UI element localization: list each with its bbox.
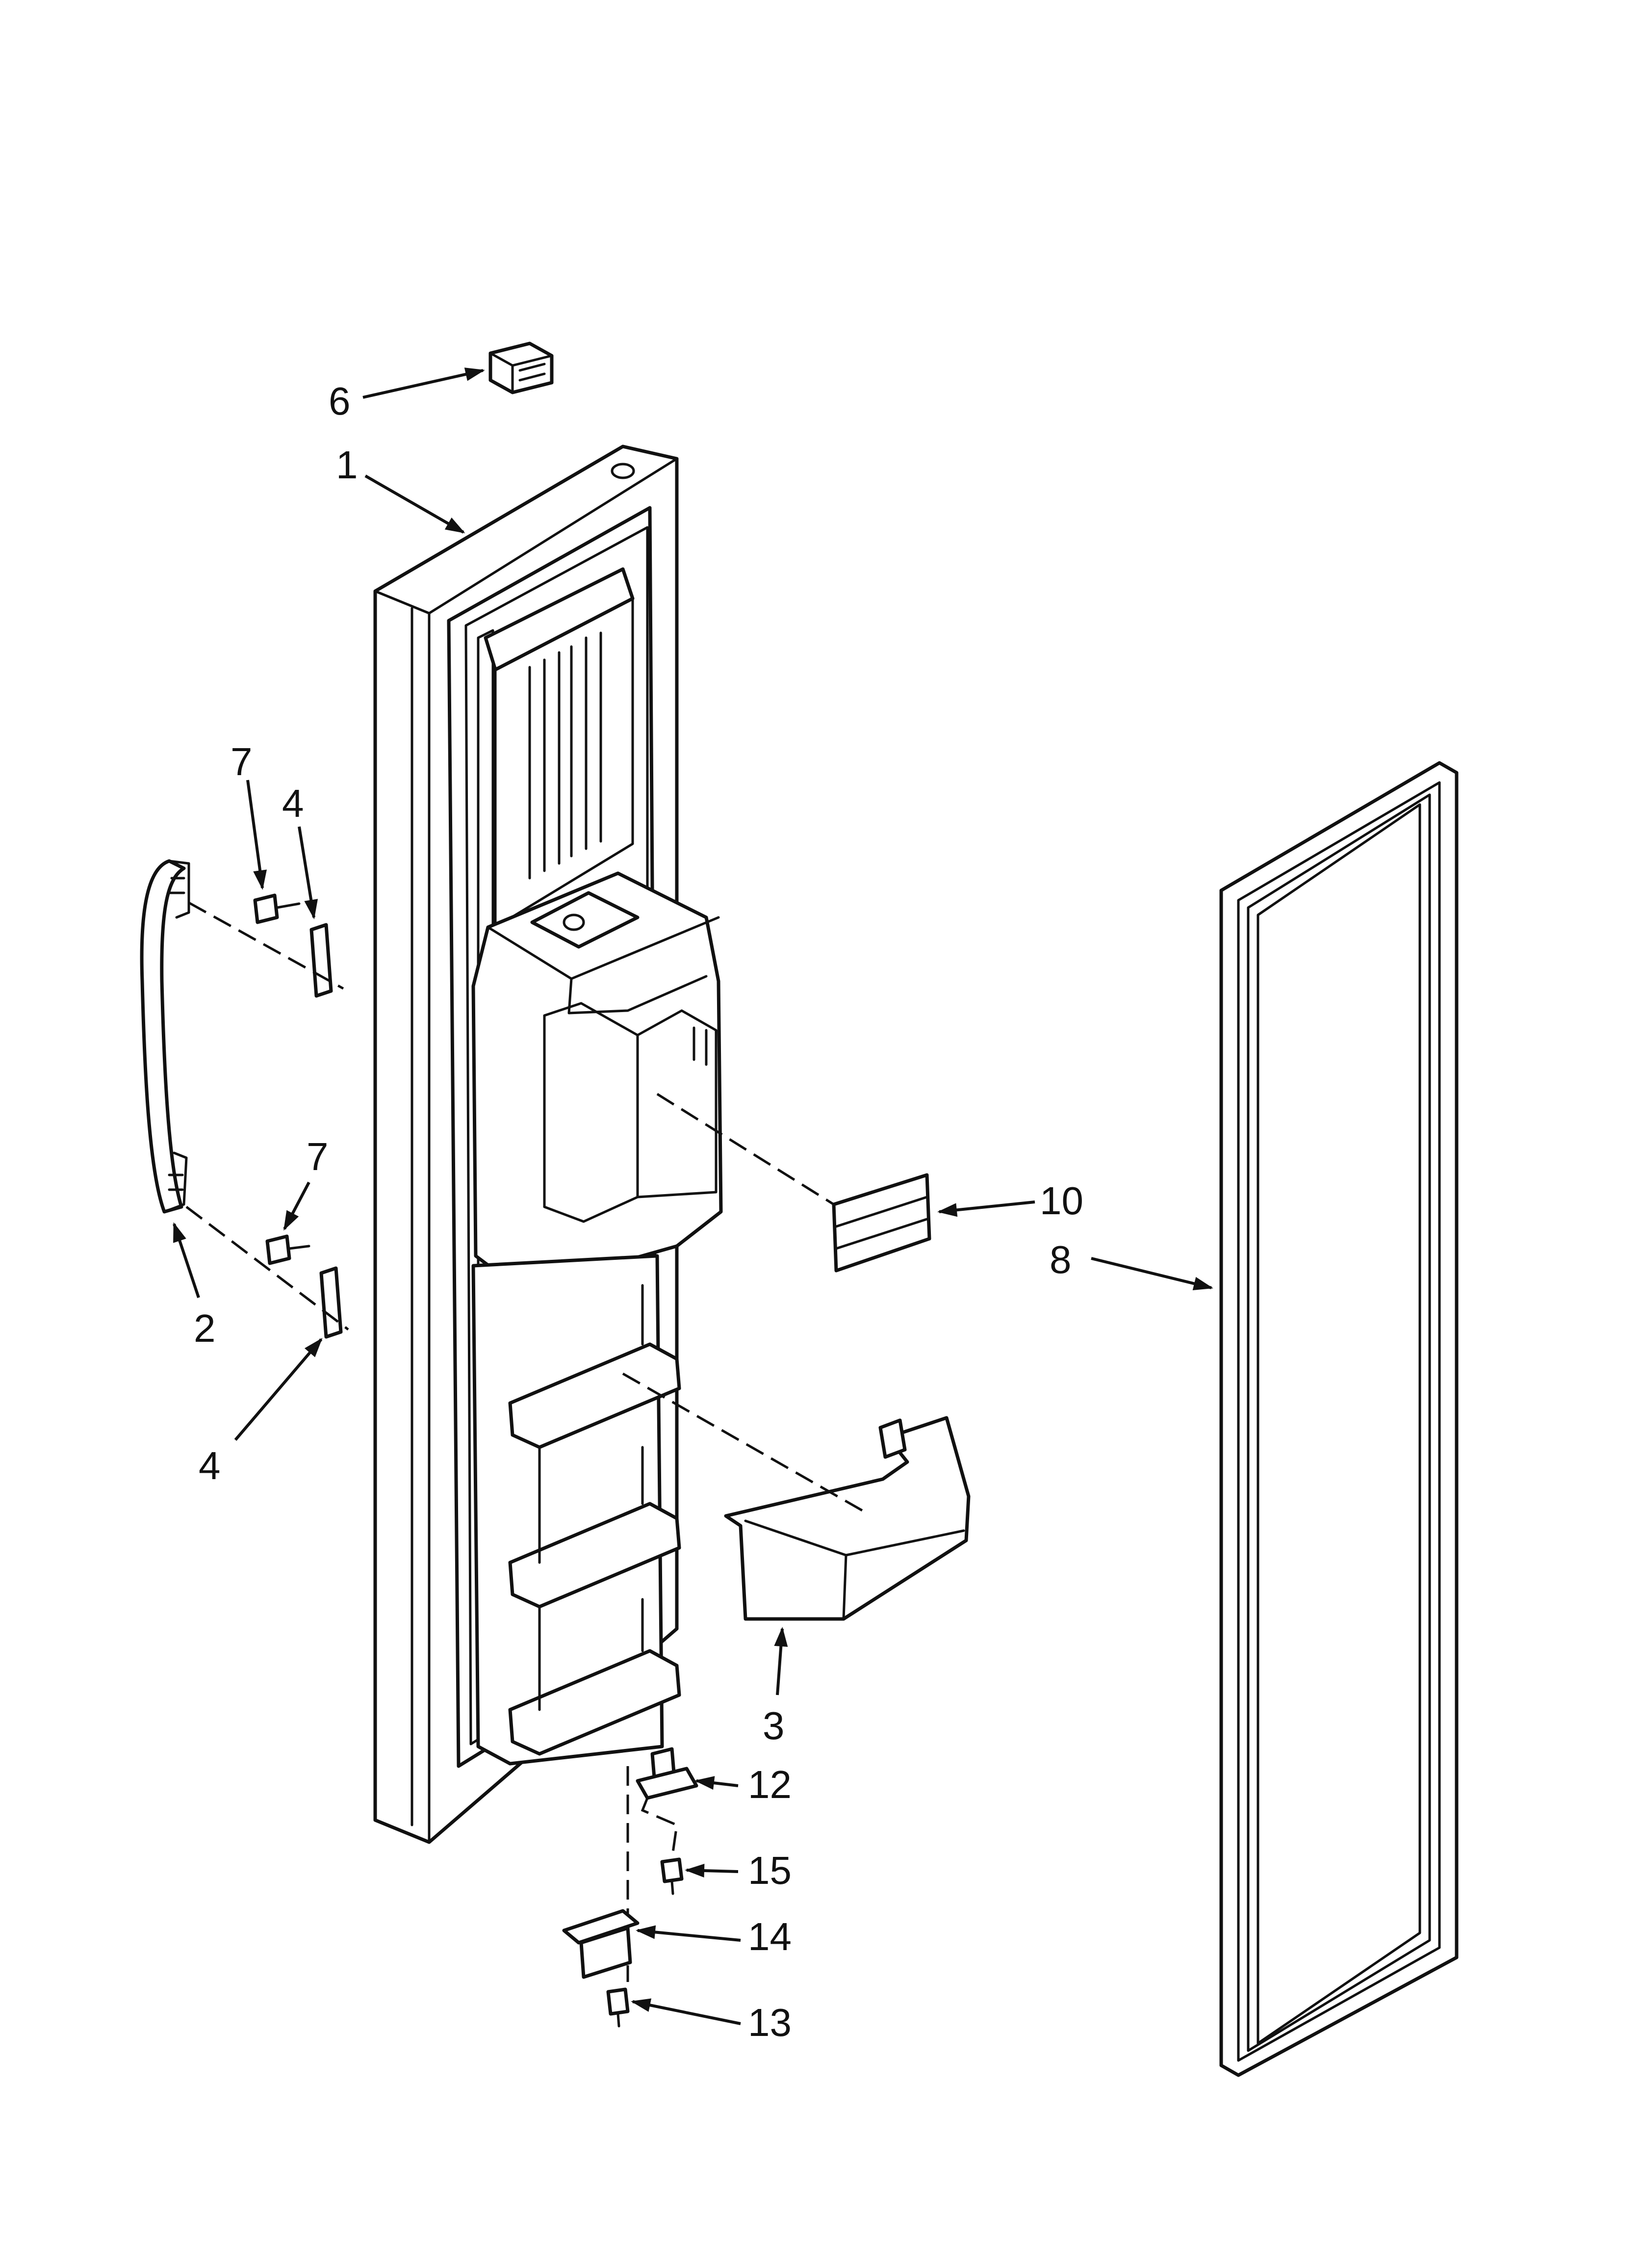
leader-13 [631, 1998, 741, 2025]
callout-6: 6 [329, 379, 351, 423]
callout-3: 3 [763, 1704, 785, 1747]
callout-2: 2 [194, 1306, 216, 1350]
leader-4-lower [234, 1337, 323, 1441]
leader-2 [173, 1222, 200, 1298]
callout-4-upper: 4 [282, 782, 304, 825]
part-15-screw [660, 1857, 684, 1895]
part-10-trim [656, 1093, 931, 1273]
leader-7-upper [246, 780, 267, 890]
leader-15 [685, 1864, 739, 1878]
leader-8 [1091, 1257, 1213, 1291]
dispenser-housing [471, 871, 723, 1280]
leader-10 [937, 1200, 1035, 1217]
handle-fasteners-lower [185, 1206, 349, 1339]
leader-6 [362, 367, 485, 399]
part-13-screw [606, 1987, 630, 2028]
callout-8: 8 [1050, 1238, 1072, 1281]
handle-fasteners-upper [188, 893, 344, 998]
callout-7-upper: 7 [231, 740, 253, 783]
leader-7-lower [283, 1181, 310, 1231]
leader-3 [774, 1627, 788, 1695]
callout-10: 10 [1040, 1179, 1083, 1223]
callout-labels: 6 1 7 4 7 2 4 10 8 3 12 15 14 13 [194, 379, 1083, 2044]
callout-leaders [173, 367, 1213, 2025]
leader-4-upper [298, 826, 318, 919]
callout-15: 15 [748, 1849, 792, 1892]
door-shelves [471, 1254, 681, 1766]
callout-7-lower: 7 [307, 1135, 329, 1178]
part-2-handle [140, 859, 190, 1214]
part-6-connector [488, 341, 554, 394]
callout-4-lower: 4 [199, 1444, 221, 1487]
part-3-door-bin [622, 1372, 971, 1621]
leader-1 [364, 474, 465, 534]
part-8-gasket [1219, 761, 1459, 2077]
callout-14: 14 [748, 1915, 792, 1958]
callout-13: 13 [748, 2001, 792, 2044]
leader-12 [694, 1776, 739, 1790]
leader-14 [636, 1925, 741, 1942]
part-14-hinge [562, 1909, 640, 1979]
callout-12: 12 [748, 1763, 792, 1806]
callout-1: 1 [336, 443, 358, 487]
